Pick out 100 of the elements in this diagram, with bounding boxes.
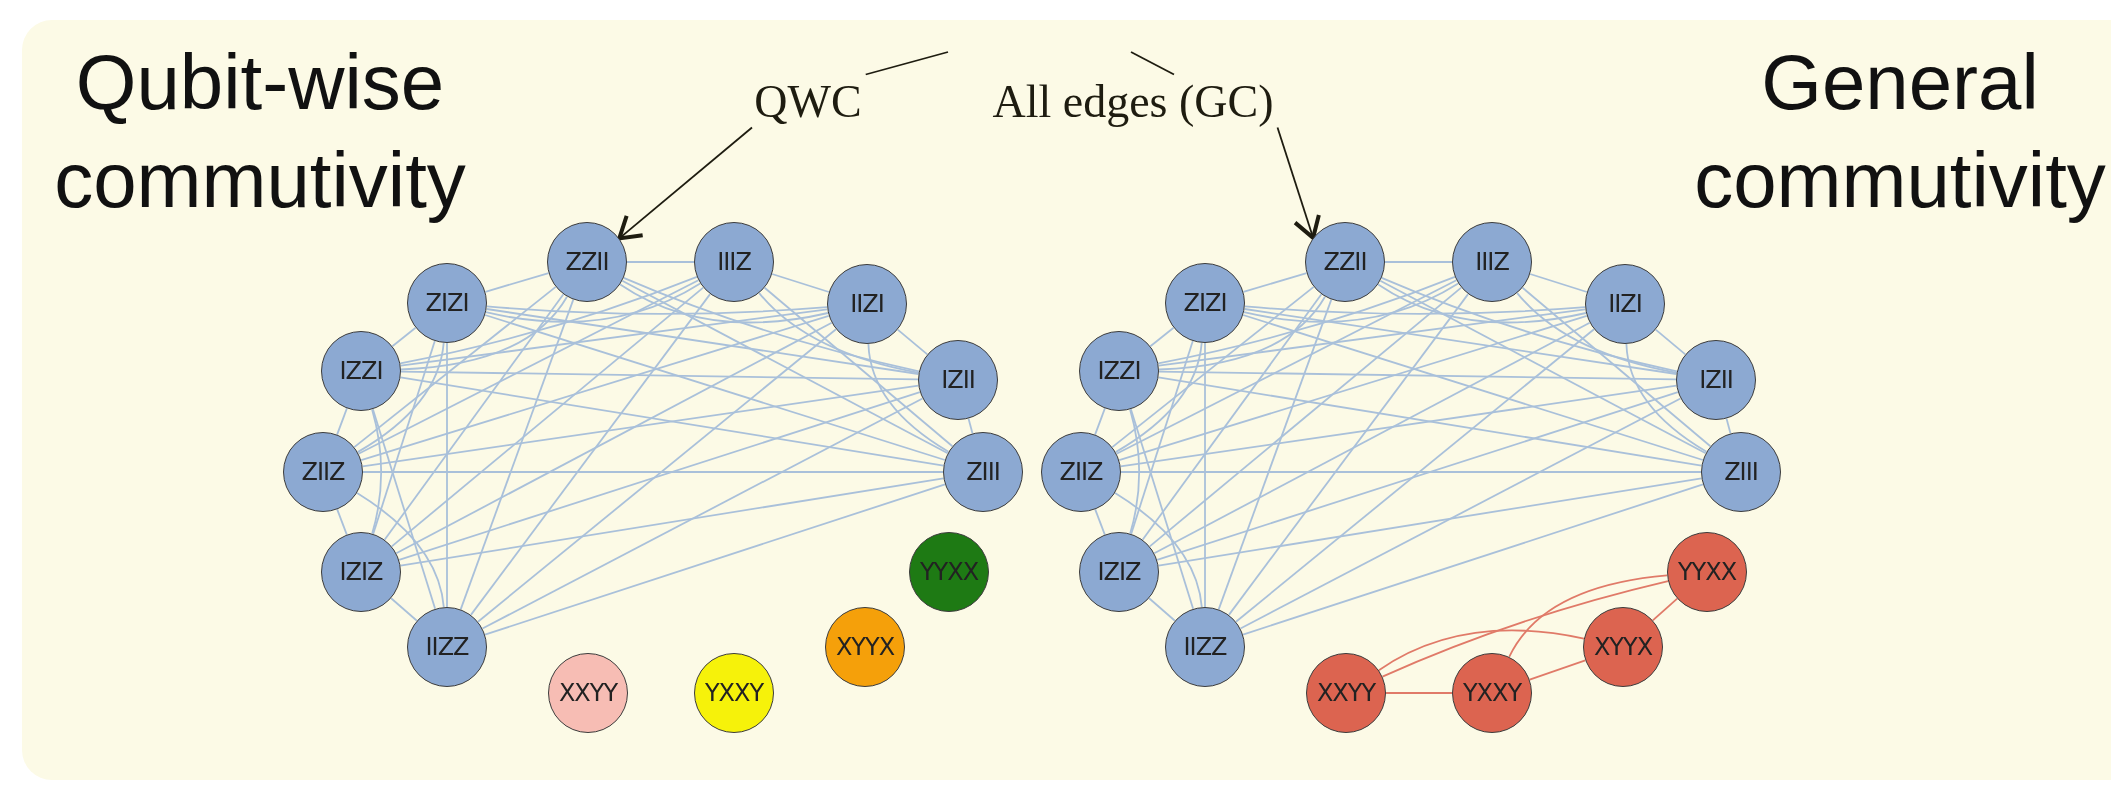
edge-line: [399, 376, 945, 467]
edge-line: [484, 272, 550, 293]
edge-line: [1148, 597, 1176, 622]
edge-line: [356, 492, 445, 608]
edge-line: [446, 342, 448, 608]
edge-line: [1158, 370, 1677, 381]
edge-line: [1242, 272, 1308, 293]
leader-line: [1130, 51, 1175, 76]
edge-line: [1141, 293, 1323, 541]
edge-line: [481, 397, 924, 630]
edge-line: [1385, 692, 1453, 694]
arrow: [1276, 126, 1321, 240]
leader-line: [864, 51, 949, 76]
edge-line: [391, 326, 417, 348]
edge-line: [1528, 659, 1587, 681]
edge-line: [399, 477, 945, 567]
edge-line: [372, 340, 436, 535]
edge-line: [1725, 417, 1732, 435]
edge-line: [1094, 407, 1106, 436]
edge-line: [477, 328, 837, 623]
edge-line: [867, 343, 950, 453]
edge-line: [1243, 308, 1678, 375]
edge-line: [361, 384, 920, 468]
edge-line: [1130, 340, 1194, 535]
edge-line: [1651, 597, 1679, 622]
edge-line: [1114, 492, 1203, 608]
edge-line: [1129, 408, 1141, 535]
edge-line: [398, 391, 921, 561]
group-label: QWC: [750, 74, 866, 128]
edge-line: [1204, 342, 1206, 608]
edge-line: [400, 370, 919, 381]
edge-line: [400, 295, 568, 371]
edge-line: [1377, 283, 1587, 324]
edge-line: [1378, 629, 1585, 672]
edge-line: [356, 342, 445, 453]
edge-line: [484, 483, 946, 636]
edge-line: [771, 273, 830, 293]
edge-line: [1157, 376, 1703, 467]
edge-line: [896, 328, 929, 356]
edge-line: [353, 286, 557, 448]
edge-line: [1094, 508, 1106, 536]
edge-line: [622, 276, 920, 373]
edge-line: [1244, 305, 1586, 315]
edge-line: [1157, 477, 1703, 567]
edge-line: [399, 276, 698, 365]
edge-line: [470, 293, 711, 616]
edge-line: [357, 279, 700, 455]
edge-line: [1148, 286, 1463, 548]
edge-line: [1120, 471, 1702, 473]
edge-line: [619, 283, 829, 324]
edge-line: [1130, 408, 1194, 610]
arrow: [617, 126, 753, 241]
edge-line: [371, 408, 383, 535]
edge-line: [1379, 279, 1707, 455]
edge-line: [1625, 343, 1708, 453]
edge-line: [1111, 286, 1315, 448]
edge-line: [1118, 314, 1588, 462]
edge-line: [395, 321, 833, 555]
edge-line: [485, 308, 920, 375]
edge-line: [1217, 298, 1333, 611]
edge-line: [1114, 342, 1203, 453]
edge-line: [621, 279, 949, 455]
edge-line: [1153, 321, 1591, 555]
edge-line: [372, 408, 436, 610]
panel-title: General commutivity: [1693, 37, 2107, 226]
edge-line: [1508, 574, 1668, 658]
edge-line: [1228, 293, 1469, 616]
edge-line: [1156, 391, 1679, 561]
edge-line: [1384, 261, 1453, 263]
edge-line: [1158, 295, 1326, 371]
edge-line: [1380, 276, 1678, 373]
edge-line: [390, 286, 705, 548]
edge-line: [484, 314, 946, 461]
edge-line: [485, 282, 702, 323]
edge-line: [1242, 314, 1704, 461]
edge-line: [1521, 286, 1712, 448]
edge-line: [1157, 308, 1587, 367]
edge-line: [336, 508, 348, 536]
edge-line: [1381, 580, 1669, 678]
panel-title: Qubit-wise commutivity: [53, 37, 467, 226]
edge-line: [1239, 397, 1682, 630]
edge-line: [1149, 326, 1175, 348]
edge-line: [1516, 292, 1678, 374]
edge-line: [383, 293, 565, 541]
edge-line: [336, 407, 348, 436]
edge-line: [399, 308, 829, 367]
edge-line: [390, 597, 418, 622]
edge-line: [1157, 276, 1456, 365]
edge-line: [459, 298, 575, 611]
edge-line: [1235, 328, 1595, 623]
edge-line: [360, 314, 830, 462]
edge-line: [763, 286, 954, 448]
edge-line: [967, 417, 974, 435]
edge-line: [626, 261, 695, 263]
edge-line: [486, 305, 828, 315]
edge-line: [1529, 273, 1588, 293]
edge-line: [1115, 279, 1458, 455]
edge-line: [1119, 384, 1678, 468]
edge-line: [1243, 282, 1460, 323]
edge-line: [758, 292, 920, 374]
